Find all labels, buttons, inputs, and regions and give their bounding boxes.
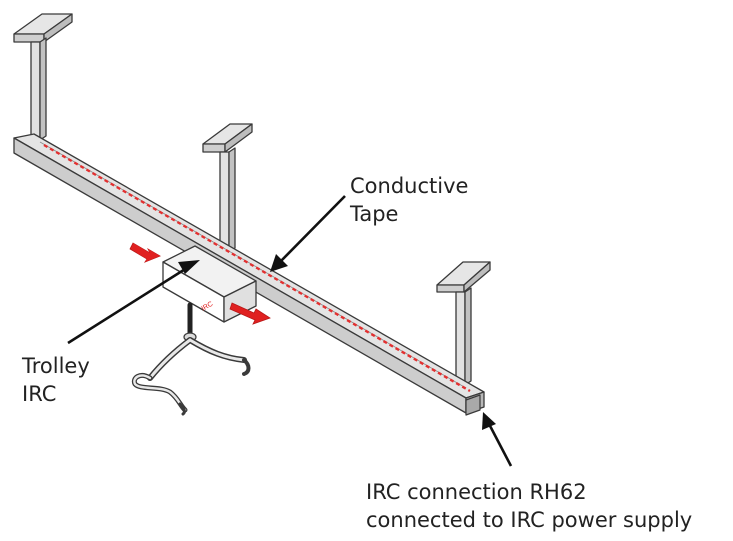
irc-connection-label-line2: connected to IRC power supply (366, 508, 693, 532)
ceiling-support-left (13, 13, 73, 147)
conductive-tape (43, 143, 471, 393)
callout-arrow-tape-icon (270, 195, 346, 272)
sling-hanger (131, 302, 251, 416)
irc-connection-rh62 (465, 394, 481, 416)
conductive-tape-label-line1: Conductive (350, 174, 469, 198)
trolley-irc-label-line2: IRC (22, 382, 57, 406)
motion-arrow-left-icon (129, 242, 161, 263)
conductive-tape-label-line2: Tape (350, 202, 399, 226)
callout-arrow-trolley-icon (67, 260, 200, 345)
trolley-irc-label: Trolley IRC (22, 352, 90, 408)
conductive-tape-label: Conductive Tape (350, 172, 468, 228)
trolley-irc (162, 245, 257, 323)
motion-arrow-right-icon (229, 302, 271, 325)
ceiling-support-middle (202, 123, 253, 259)
irc-connection-label-line1: IRC connection RH62 (366, 480, 587, 504)
irc-connection-label: IRC connection RH62 connected to IRC pow… (366, 478, 692, 534)
trolley-irc-label-line1: Trolley (22, 354, 90, 378)
callout-arrow-rh62-icon (482, 412, 513, 467)
